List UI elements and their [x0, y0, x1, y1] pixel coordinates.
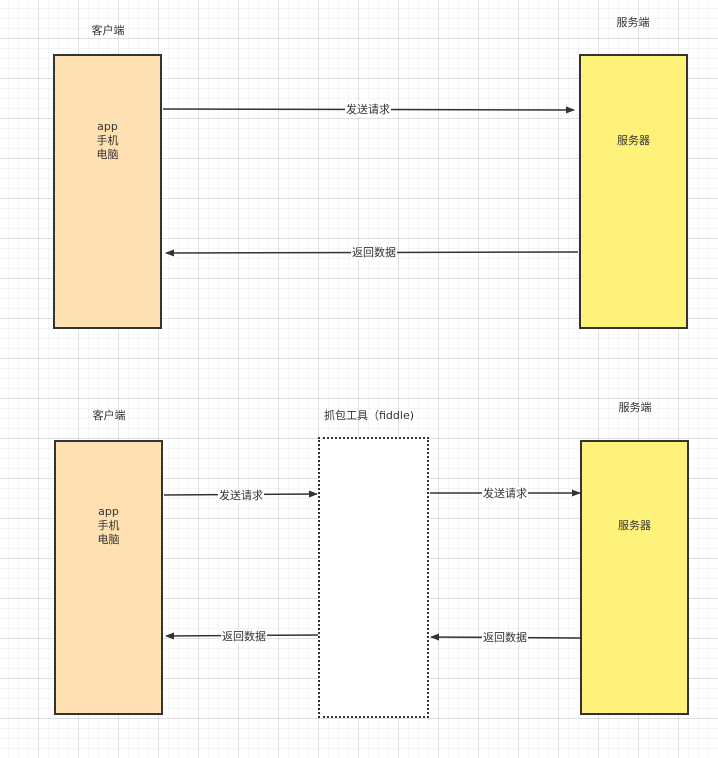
client-line-phone: 手机 — [97, 519, 120, 532]
bottom-proxy-caption: 抓包工具（fiddle) — [323, 409, 415, 422]
client-line-computer: 电脑 — [96, 148, 119, 161]
client-line-app: app — [97, 120, 118, 133]
client-line-app: app — [98, 505, 119, 518]
bottom-request-label-right: 发送请求 — [482, 487, 528, 501]
bottom-server-caption: 服务端 — [618, 401, 652, 414]
bottom-proxy-box[interactable] — [318, 437, 429, 718]
client-line-phone: 手机 — [96, 134, 119, 147]
server-label: 服务器 — [618, 519, 651, 532]
bottom-server-box[interactable]: 服务器 — [580, 440, 689, 715]
top-server-box[interactable]: 服务器 — [579, 54, 688, 329]
top-client-caption: 客户端 — [91, 24, 125, 37]
top-request-label: 发送请求 — [345, 103, 391, 117]
client-line-computer: 电脑 — [97, 533, 120, 546]
bottom-client-caption: 客户端 — [92, 409, 126, 422]
bottom-client-box[interactable]: app 手机 电脑 — [54, 440, 163, 715]
top-response-label: 返回数据 — [351, 246, 397, 260]
bottom-response-label-left: 返回数据 — [221, 630, 267, 644]
server-label: 服务器 — [617, 134, 650, 147]
top-client-box[interactable]: app 手机 电脑 — [53, 54, 162, 329]
bottom-request-label-left: 发送请求 — [218, 489, 264, 503]
bottom-response-label-right: 返回数据 — [482, 631, 528, 645]
top-server-caption: 服务端 — [616, 16, 650, 29]
